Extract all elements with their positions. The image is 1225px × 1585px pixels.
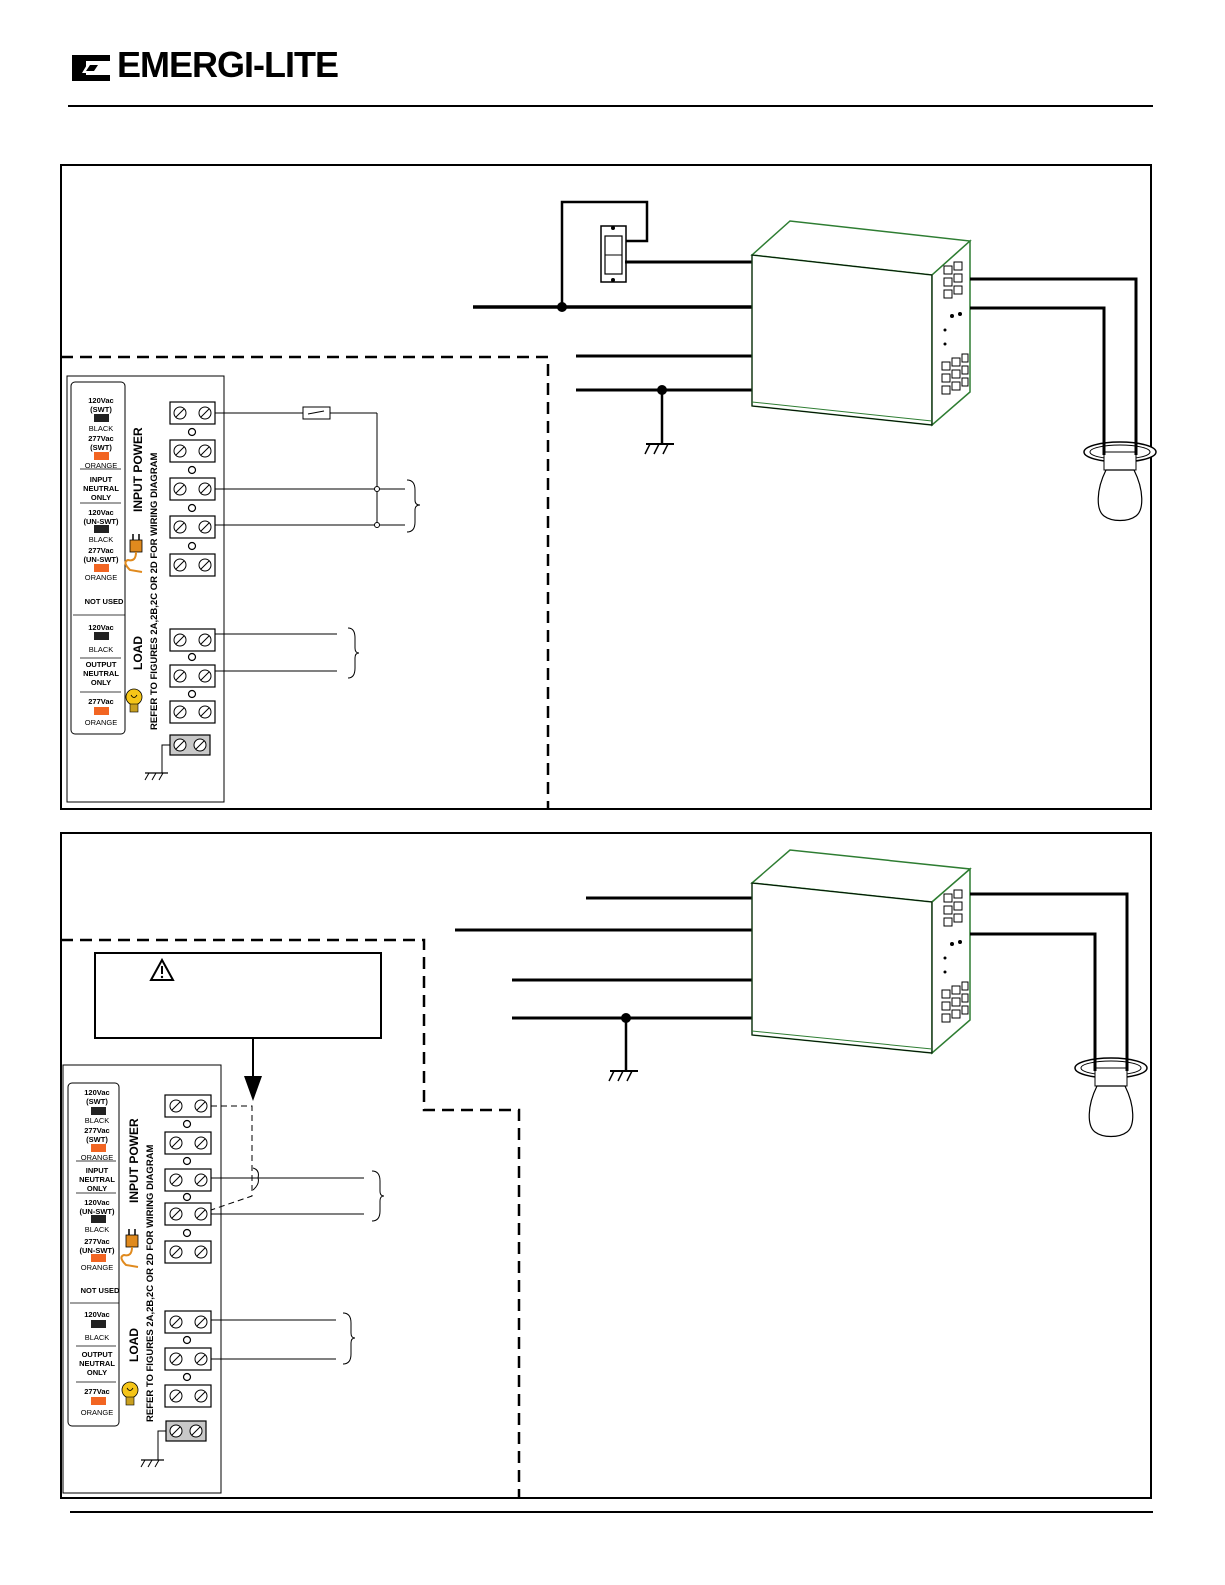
svg-text:BLACK: BLACK bbox=[89, 535, 114, 544]
svg-text:(SWT): (SWT) bbox=[90, 405, 112, 414]
svg-text:277Vac: 277Vac bbox=[84, 1126, 109, 1135]
ground-icon bbox=[644, 390, 674, 455]
svg-text:NOT USED: NOT USED bbox=[81, 1286, 120, 1295]
svg-text:120Vac: 120Vac bbox=[84, 1198, 109, 1207]
svg-text:120Vac: 120Vac bbox=[84, 1310, 109, 1319]
logo-mark-icon bbox=[72, 55, 110, 81]
figure-bottom-dashed-boundary bbox=[61, 938, 521, 1498]
ground-icon bbox=[608, 1018, 638, 1082]
emergency-unit-icon bbox=[750, 849, 972, 1055]
svg-text:LOAD: LOAD bbox=[127, 1328, 141, 1362]
warning-icon bbox=[149, 957, 175, 981]
svg-text:(UN-SWT): (UN-SWT) bbox=[80, 1207, 115, 1216]
load-label: LOAD bbox=[131, 636, 145, 670]
svg-text:277Vac: 277Vac bbox=[84, 1237, 109, 1246]
lamp-icon bbox=[1074, 1056, 1148, 1138]
svg-text:BLACK: BLACK bbox=[85, 1225, 110, 1234]
switch-icon bbox=[560, 200, 649, 307]
figure-bottom-frame bbox=[60, 832, 1152, 1499]
svg-text:277Vac: 277Vac bbox=[88, 697, 113, 706]
svg-text:BLACK: BLACK bbox=[85, 1333, 110, 1342]
svg-text:INPUT POWER: INPUT POWER bbox=[127, 1118, 141, 1203]
page-header: EMERGI-LITE bbox=[0, 0, 1225, 120]
svg-text:ORANGE: ORANGE bbox=[81, 1408, 114, 1417]
plug-icon bbox=[120, 1229, 139, 1268]
svg-text:REFER TO FIGURES 2A,2B,2C OR 2: REFER TO FIGURES 2A,2B,2C OR 2D FOR WIRI… bbox=[145, 1144, 156, 1422]
svg-text:ORANGE: ORANGE bbox=[85, 573, 118, 582]
svg-text:OUTPUT: OUTPUT bbox=[86, 660, 117, 669]
ground-icon bbox=[144, 744, 170, 781]
svg-text:ONLY: ONLY bbox=[87, 1184, 107, 1193]
svg-text:BLACK: BLACK bbox=[89, 645, 114, 654]
warning-box bbox=[94, 952, 382, 1039]
svg-text:(SWT): (SWT) bbox=[90, 443, 112, 452]
svg-text:120Vac: 120Vac bbox=[84, 1088, 109, 1097]
svg-text:INPUT: INPUT bbox=[90, 475, 113, 484]
svg-text:BLACK: BLACK bbox=[85, 1116, 110, 1125]
ground-icon bbox=[140, 1430, 166, 1468]
svg-text:OUTPUT: OUTPUT bbox=[82, 1350, 113, 1359]
svg-text:120Vac: 120Vac bbox=[88, 508, 113, 517]
brand-name: EMERGI-LITE bbox=[117, 44, 339, 85]
svg-text:ORANGE: ORANGE bbox=[85, 461, 118, 470]
bulb-icon bbox=[125, 688, 143, 713]
footer-divider bbox=[70, 1511, 1153, 1513]
header-divider bbox=[68, 105, 1153, 107]
svg-text:NOT USED: NOT USED bbox=[85, 597, 124, 606]
svg-text:277Vac: 277Vac bbox=[88, 546, 113, 555]
lamp-icon bbox=[1083, 440, 1157, 522]
svg-text:BLACK: BLACK bbox=[89, 424, 114, 433]
svg-text:INPUT: INPUT bbox=[86, 1166, 109, 1175]
svg-text:120Vac: 120Vac bbox=[88, 396, 113, 405]
svg-text:ORANGE: ORANGE bbox=[85, 718, 118, 727]
svg-text:ONLY: ONLY bbox=[87, 1368, 107, 1377]
svg-text:NEUTRAL: NEUTRAL bbox=[83, 669, 119, 678]
svg-text:120Vac: 120Vac bbox=[88, 623, 113, 632]
svg-text:NEUTRAL: NEUTRAL bbox=[79, 1175, 115, 1184]
svg-text:(UN-SWT): (UN-SWT) bbox=[80, 1246, 115, 1255]
svg-text:(UN-SWT): (UN-SWT) bbox=[84, 517, 119, 526]
plug-icon bbox=[124, 534, 143, 573]
svg-text:ORANGE: ORANGE bbox=[81, 1153, 114, 1162]
input-refer-label: REFER TO FIGURES 2A,2B,2C OR 2D FOR WIRI… bbox=[149, 452, 160, 730]
emergency-unit-icon bbox=[750, 220, 972, 427]
figure-top-dashed-boundary bbox=[61, 355, 550, 809]
svg-text:NEUTRAL: NEUTRAL bbox=[83, 484, 119, 493]
input-power-label: INPUT POWER bbox=[131, 427, 145, 512]
svg-text:277Vac: 277Vac bbox=[88, 434, 113, 443]
svg-text:NEUTRAL: NEUTRAL bbox=[79, 1359, 115, 1368]
figure-top-frame bbox=[60, 164, 1152, 810]
svg-text:(UN-SWT): (UN-SWT) bbox=[84, 555, 119, 564]
svg-text:(SWT): (SWT) bbox=[86, 1135, 108, 1144]
bulb-icon bbox=[121, 1381, 139, 1406]
svg-text:ORANGE: ORANGE bbox=[81, 1263, 114, 1272]
svg-text:ONLY: ONLY bbox=[91, 493, 111, 502]
svg-text:277Vac: 277Vac bbox=[84, 1387, 109, 1396]
svg-text:(SWT): (SWT) bbox=[86, 1097, 108, 1106]
svg-text:ONLY: ONLY bbox=[91, 678, 111, 687]
